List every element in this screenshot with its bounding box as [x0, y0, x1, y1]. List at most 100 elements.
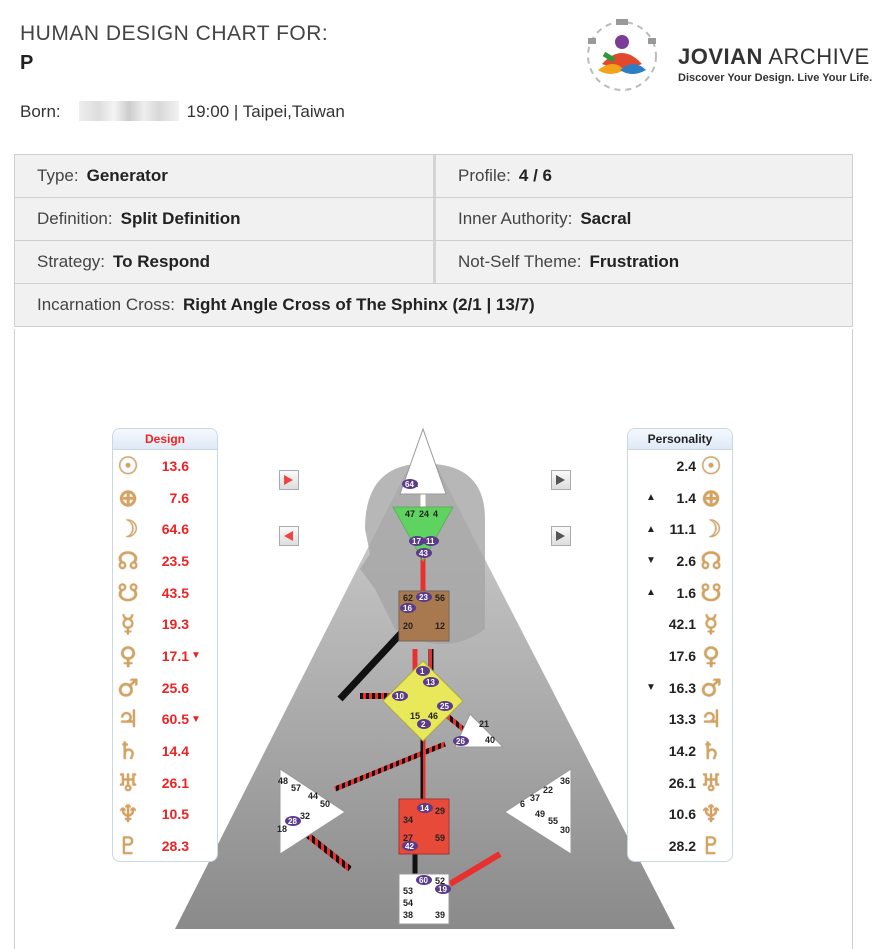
activation-value: 2.4	[676, 457, 696, 474]
sacral-gate-label: 29	[435, 806, 445, 816]
type-value: Generator	[86, 166, 168, 185]
jupiter-icon: ♃	[117, 705, 139, 734]
activation-value: 2.6	[676, 552, 696, 569]
design-row: ♆10.5	[113, 799, 217, 831]
activated-gate-label: 42	[405, 842, 414, 851]
spleen-gate-label: 50	[320, 799, 330, 809]
solar-gate-label: 36	[560, 776, 570, 786]
personality-row: 14.2♄	[628, 735, 732, 767]
south-node-icon: ☋	[117, 578, 139, 607]
logo-emblem-icon	[587, 19, 657, 91]
sacral-gate-label: 34	[403, 815, 413, 825]
activated-gate-label: 17	[412, 537, 421, 546]
personality-next-button[interactable]	[551, 470, 571, 490]
g-gate-label: 46	[428, 711, 438, 721]
solar-gate-label: 55	[548, 816, 558, 826]
solar-gate-label: 6	[520, 799, 525, 809]
root-gate-label: 39	[435, 910, 445, 920]
definition-cell: Definition:Split Definition	[15, 198, 436, 240]
personality-panel-title: Personality	[628, 429, 732, 450]
activation-value: 13.6	[161, 457, 189, 474]
moon-icon: ☽	[700, 515, 722, 544]
venus-icon: ♀	[119, 641, 137, 670]
chart-title: HUMAN DESIGN CHART FOR:	[20, 22, 329, 45]
root-gate-label: 53	[403, 886, 413, 896]
activation-marker: ▲	[646, 587, 656, 599]
notself-value: Frustration	[589, 252, 680, 271]
jovian-archive-logo[interactable]: JOVIAN ARCHIVE Discover Your Design. Liv…	[580, 14, 872, 98]
activated-gate-label: 14	[420, 804, 429, 813]
design-row: ♂25.6	[113, 672, 217, 704]
birth-info: Born:19:00 | Taipei,Taiwan	[20, 101, 345, 122]
spleen-gate-label: 48	[278, 776, 288, 786]
activation-marker: ▲	[646, 492, 656, 504]
earth-icon: ⊕	[700, 483, 722, 512]
personality-row: ▲11.1☽	[628, 513, 732, 545]
personality-row: 13.3♃	[628, 704, 732, 736]
activated-gate-label: 26	[456, 737, 465, 746]
saturn-icon: ♄	[700, 737, 722, 766]
activated-gate-label: 23	[419, 593, 428, 602]
personality-row: 26.1♅	[628, 767, 732, 799]
strategy-cell: Strategy:To Respond	[15, 241, 436, 283]
solar-plexus-center	[504, 768, 572, 855]
throat-gate-label: 12	[435, 621, 445, 631]
spleen-gate-label: 57	[291, 783, 301, 793]
strategy-value: To Respond	[113, 252, 210, 271]
bodygraph-area: 61 47 24 4 62 56 20 12 15 46 21 40 34 29…	[14, 329, 853, 949]
activated-gate-label: 19	[438, 885, 447, 894]
ajna-gate-label: 24	[419, 509, 429, 519]
activation-value: 26.1	[668, 774, 696, 791]
notself-cell: Not-Self Theme:Frustration	[458, 252, 680, 271]
authority-value: Sacral	[580, 209, 632, 228]
activated-gate-label: 64	[405, 480, 414, 489]
personality-prev-button[interactable]	[551, 526, 571, 546]
mars-icon: ♂	[700, 673, 722, 702]
activated-gate-label: 10	[395, 692, 404, 701]
spleen-gate-label: 18	[277, 824, 287, 834]
throat-gate-label: 62	[403, 593, 413, 603]
solar-gate-label: 37	[530, 793, 540, 803]
redacted-date	[78, 101, 179, 121]
spleen-gate-label: 32	[300, 811, 310, 821]
activated-gate-label: 43	[419, 549, 428, 558]
activation-value: 14.2	[668, 743, 696, 760]
authority-cell: Inner Authority:Sacral	[458, 209, 632, 228]
spleen-center	[279, 768, 346, 855]
design-row: ♄14.4	[113, 735, 217, 767]
activation-value: 13.3	[668, 711, 696, 728]
design-panel: Design ☉13.6⊕7.6☽64.6☊23.5☋43.5☿19.3♀17.…	[112, 428, 218, 862]
personality-panel: Personality 2.4☉▲1.4⊕▲11.1☽▼2.6☊▲1.6☋42.…	[627, 428, 733, 862]
activated-gate-label: 16	[403, 604, 412, 613]
north-node-icon: ☊	[700, 546, 722, 575]
activation-value: 7.6	[169, 489, 189, 506]
activation-marker: ▼	[191, 713, 201, 725]
sun-icon: ☉	[700, 451, 722, 480]
design-row: ☋43.5	[113, 577, 217, 609]
activation-marker: ▼	[646, 682, 656, 694]
g-gate-label: 15	[410, 711, 420, 721]
earth-icon: ⊕	[117, 483, 139, 512]
design-row: ☿19.3	[113, 608, 217, 640]
design-prev-button[interactable]	[279, 526, 299, 546]
spleen-gate-label: 44	[308, 791, 318, 801]
bodygraph: 61 47 24 4 62 56 20 12 15 46 21 40 34 29…	[175, 427, 675, 929]
design-next-button[interactable]	[279, 470, 299, 490]
incarnation-cross-value: Right Angle Cross of The Sphinx (2/1 | 1…	[182, 295, 535, 314]
activated-gate-label: 1	[420, 667, 425, 676]
personality-row: 10.6♆	[628, 799, 732, 831]
ajna-center	[392, 506, 454, 563]
root-gate-label: 38	[403, 910, 413, 920]
design-row: ☊23.5	[113, 545, 217, 577]
sacral-gate-label: 27	[403, 833, 413, 843]
personality-row: ▲1.4⊕	[628, 482, 732, 514]
activation-value: 10.5	[161, 806, 189, 823]
jupiter-icon: ♃	[700, 705, 722, 734]
activation-value: 19.3	[161, 616, 189, 633]
incarnation-cross-cell: Incarnation Cross:Right Angle Cross of T…	[37, 295, 535, 314]
activation-value: 14.4	[161, 743, 189, 760]
pluto-icon: ♇	[700, 832, 722, 861]
design-row: ☽64.6	[113, 513, 217, 545]
activation-value: 1.6	[676, 584, 696, 601]
sacral-gate-label: 59	[435, 833, 445, 843]
